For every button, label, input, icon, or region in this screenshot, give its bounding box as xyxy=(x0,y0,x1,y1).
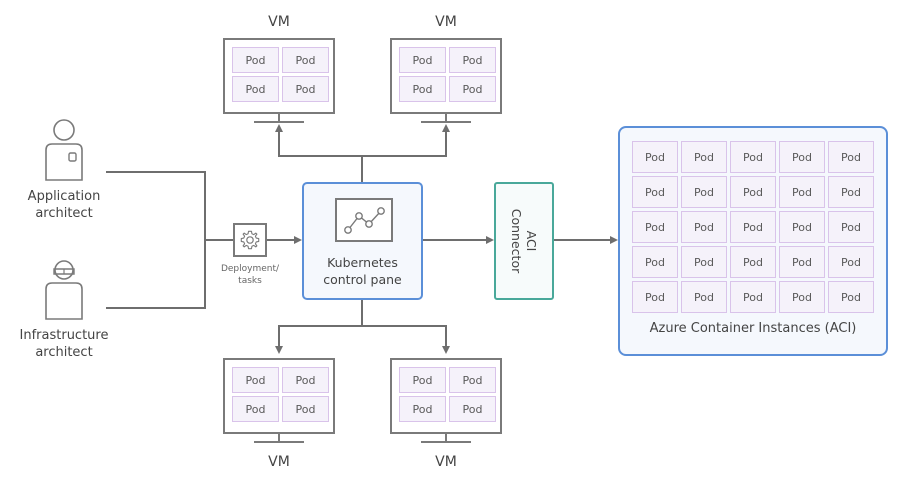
aci-pod: Pod xyxy=(681,211,727,243)
aci-pod: Pod xyxy=(779,246,825,278)
monitor-stand xyxy=(445,114,447,122)
monitor-base xyxy=(421,121,471,123)
vm-label: VM xyxy=(435,14,457,30)
aci-pod: Pod xyxy=(681,246,727,278)
pod: Pod xyxy=(282,47,329,73)
pod: Pod xyxy=(399,367,446,393)
pod: Pod xyxy=(449,367,496,393)
line-app-architect xyxy=(106,171,206,240)
pod: Pod xyxy=(232,47,279,73)
pod: Pod xyxy=(449,76,496,102)
deployment-tasks-node xyxy=(233,223,267,257)
vm-label: VM xyxy=(268,14,290,30)
control-plane-label: Kubernetes control pane xyxy=(323,255,402,287)
aci-pod: Pod xyxy=(681,141,727,173)
vm-bottom-right: Pod Pod Pod Pod xyxy=(390,358,502,434)
vm-bottom-left: Pod Pod Pod Pod xyxy=(223,358,335,434)
line-to-vm-top-right xyxy=(362,124,450,157)
pod: Pod xyxy=(282,367,329,393)
line-to-vm-bottom-left xyxy=(275,325,362,354)
vm-top-right: Pod Pod Pod Pod xyxy=(390,38,502,114)
aci-pod: Pod xyxy=(779,211,825,243)
aci-pod: Pod xyxy=(730,176,776,208)
line-chart-icon xyxy=(335,198,393,242)
aci-pod: Pod xyxy=(632,211,678,243)
aci-connector-label: ACI Connector xyxy=(509,208,539,274)
actor-label: Application architect xyxy=(27,189,101,221)
aci-pod: Pod xyxy=(632,176,678,208)
pod: Pod xyxy=(399,76,446,102)
aci-pod: Pod xyxy=(632,246,678,278)
monitor-stand xyxy=(278,114,280,122)
pod: Pod xyxy=(399,47,446,73)
line-infra-architect xyxy=(106,240,206,309)
aci-pod: Pod xyxy=(779,141,825,173)
pod: Pod xyxy=(232,76,279,102)
line-to-vm-top-left xyxy=(275,124,362,157)
actor-label: Infrastructure architect xyxy=(19,328,109,360)
monitor-base xyxy=(254,441,304,443)
vm-label: VM xyxy=(435,454,457,470)
aci-pod: Pod xyxy=(730,211,776,243)
aci-pod: Pod xyxy=(632,281,678,313)
aci-label: Azure Container Instances (ACI) xyxy=(649,321,857,336)
aci-pod: Pod xyxy=(828,176,874,208)
deployment-label: Deployment/ tasks xyxy=(220,264,280,286)
pod: Pod xyxy=(399,396,446,422)
aci-pod: Pod xyxy=(681,176,727,208)
line-to-vm-bottom-right xyxy=(362,325,450,354)
vm-top-left: Pod Pod Pod Pod xyxy=(223,38,335,114)
monitor-base xyxy=(421,441,471,443)
aci-pod: Pod xyxy=(828,281,874,313)
monitor-stand xyxy=(278,434,280,442)
aci-pod: Pod xyxy=(779,176,825,208)
gear-icon xyxy=(240,230,260,250)
aci-pod: Pod xyxy=(828,246,874,278)
pod: Pod xyxy=(282,396,329,422)
person-goggles-icon xyxy=(45,260,83,320)
aci-pod: Pod xyxy=(730,281,776,313)
aci-pod: Pod xyxy=(779,281,825,313)
pod: Pod xyxy=(282,76,329,102)
aci-pod: Pod xyxy=(730,141,776,173)
pod: Pod xyxy=(449,47,496,73)
aci-pod: Pod xyxy=(681,281,727,313)
kubernetes-control-plane: Kubernetes control pane xyxy=(302,182,423,300)
aci-pod: Pod xyxy=(828,211,874,243)
pod: Pod xyxy=(449,396,496,422)
monitor-base xyxy=(254,121,304,123)
monitor-stand xyxy=(445,434,447,442)
pod: Pod xyxy=(232,367,279,393)
aci-pod: Pod xyxy=(828,141,874,173)
vm-label: VM xyxy=(268,454,290,470)
aci-pod: Pod xyxy=(632,141,678,173)
aci-connector: ACI Connector xyxy=(494,182,554,300)
actor-application-architect: Application architect xyxy=(4,118,124,228)
pod: Pod xyxy=(232,396,279,422)
actor-infrastructure-architect: Infrastructure architect xyxy=(4,259,124,369)
person-badge-icon xyxy=(45,119,83,181)
aci-pod: Pod xyxy=(730,246,776,278)
